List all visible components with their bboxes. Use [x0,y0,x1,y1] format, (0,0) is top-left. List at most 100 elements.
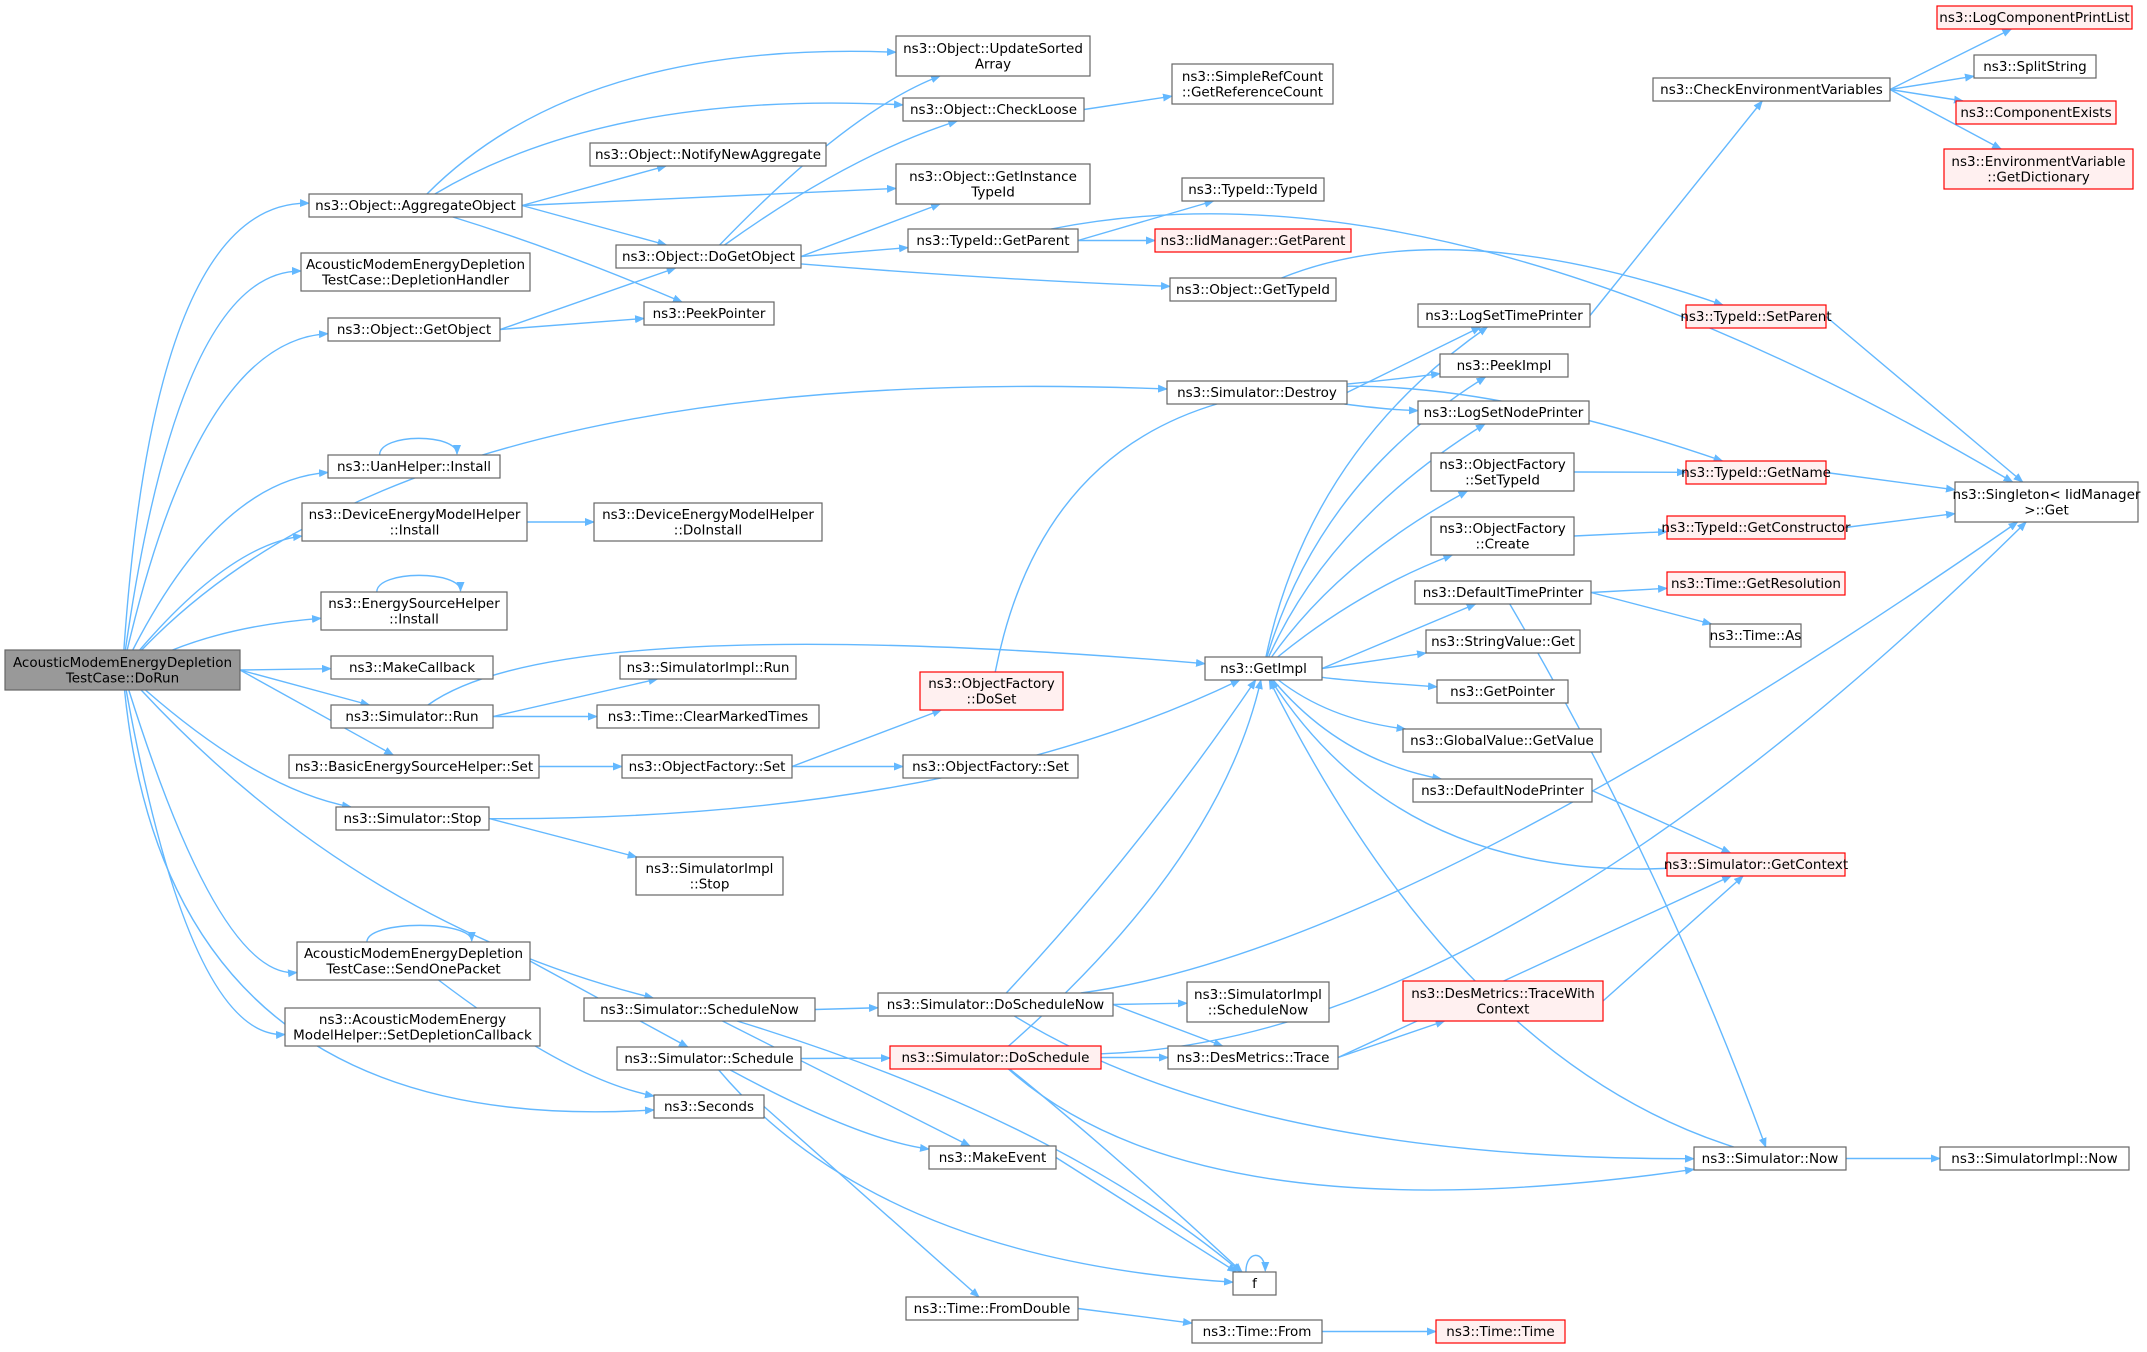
node-splitstring[interactable]: ns3::SplitString [1973,54,2097,79]
node-sim-run[interactable]: ns3::Simulator::Run [330,704,494,729]
node-desmetrics-trace[interactable]: ns3::DesMetrics::Trace [1167,1045,1339,1070]
node-es-install[interactable]: ns3::EnergySourceHelper::Install [320,591,508,631]
node-makeevent[interactable]: ns3::MakeEvent [928,1145,1057,1170]
edge-aggregate-to-checkloose [434,100,904,195]
edge-sim_destroy-to-logsetnodeprinter [1344,403,1419,415]
node-singleton-get[interactable]: ns3::Singleton< IidManager>::Get [1953,481,2141,523]
node-componentexists[interactable]: ns3::ComponentExists [1955,100,2117,125]
edge-root-to-getobject [126,330,329,651]
node-of-set[interactable]: ns3::ObjectFactory::Set [621,754,793,779]
node-uan-install[interactable]: ns3::UanHelper::Install [327,454,501,479]
node-time-getresolution[interactable]: ns3::Time::GetResolution [1666,571,1846,596]
node-getobject[interactable]: ns3::Object::GetObject [327,317,501,342]
node-box [301,502,528,542]
node-checkloose[interactable]: ns3::Object::CheckLoose [902,97,1085,122]
node-label-line: ns3::CheckEnvironmentVariables [1660,82,1883,98]
node-box [919,671,1064,711]
node-f[interactable]: f [1232,1271,1277,1296]
node-clearmarked[interactable]: ns3::Time::ClearMarkedTimes [596,704,820,729]
node-sim-destroy[interactable]: ns3::Simulator::Destroy [1166,380,1348,405]
node-object-gettypeid[interactable]: ns3::Object::GetTypeId [1169,277,1337,302]
node-label-line: ns3::TypeId::GetParent [916,233,1069,249]
node-box [1191,1319,1323,1344]
node-simimpl-stop[interactable]: ns3::SimulatorImpl::Stop [635,856,784,896]
node-label-line: ns3::LogComponentPrintList [1939,10,2129,26]
node-fromdouble[interactable]: ns3::Time::FromDouble [905,1296,1079,1321]
node-typeid-getname[interactable]: ns3::TypeId::GetName [1681,460,1831,485]
node-notifynew[interactable]: ns3::Object::NotifyNewAggregate [589,142,827,167]
node-box [1181,177,1325,202]
edge-root-to-uan_install [132,469,329,651]
node-logcompprint[interactable]: ns3::LogComponentPrintList [1936,5,2133,30]
node-label-line: AcousticModemEnergyDepletion [304,946,523,962]
node-schedulenow[interactable]: ns3::Simulator::ScheduleNow [583,997,816,1022]
node-simimpl-run[interactable]: ns3::SimulatorImpl::Run [619,655,797,680]
node-aggregate[interactable]: ns3::Object::AggregateObject [308,193,523,218]
node-doschedulenow[interactable]: ns3::Simulator::DoScheduleNow [877,992,1114,1017]
node-makecallback[interactable]: ns3::MakeCallback [330,655,494,680]
node-box [1666,852,1846,877]
node-typeid-getconstructor[interactable]: ns3::TypeId::GetConstructor [1661,515,1851,540]
edge-root-to-sim_stop [144,689,352,810]
node-of-create[interactable]: ns3::ObjectFactory::Create [1430,516,1575,556]
node-label-line: ns3::StringValue::Get [1431,634,1575,650]
node-iid-getparent[interactable]: ns3::IidManager::GetParent [1154,228,1352,253]
node-schedule[interactable]: ns3::Simulator::Schedule [616,1046,802,1071]
node-defaulttimeprinter[interactable]: ns3::DefaultTimePrinter [1414,580,1592,605]
node-label-line: ns3::Simulator::GetContext [1664,857,1848,873]
node-of-settypeid[interactable]: ns3::ObjectFactory::SetTypeId [1430,452,1575,492]
node-getpointer[interactable]: ns3::GetPointer [1436,679,1569,704]
node-dev-doinstall[interactable]: ns3::DeviceEnergyModelHelper::DoInstall [593,502,823,542]
node-peekpointer[interactable]: ns3::PeekPointer [643,301,775,326]
node-typeid-typeid[interactable]: ns3::TypeId::TypeId [1181,177,1325,202]
node-time-as[interactable]: ns3::Time::As [1709,623,1802,648]
node-doschedule[interactable]: ns3::Simulator::DoSchedule [889,1045,1102,1070]
node-sim-stop[interactable]: ns3::Simulator::Stop [335,806,490,831]
node-simimpl-now[interactable]: ns3::SimulatorImpl::Now [1939,1146,2130,1171]
node-label-line: ns3::Object::GetTypeId [1176,282,1330,298]
node-dogetobject[interactable]: ns3::Object::DoGetObject [615,244,802,269]
node-globalvalue-getvalue[interactable]: ns3::GlobalValue::GetValue [1402,728,1602,753]
node-box [4,649,241,691]
node-depletion-handler[interactable]: AcousticModemEnergyDepletionTestCase::De… [300,252,531,292]
node-label-line: >::Get [2024,502,2068,518]
edge-getimpl-to-of_create [1277,554,1454,658]
node-dev-install[interactable]: ns3::DeviceEnergyModelHelper::Install [301,502,528,542]
node-label-line: ns3::TypeId::GetName [1681,465,1831,481]
edge-makeevent-to-f [1055,1156,1238,1273]
node-peekimpl[interactable]: ns3::PeekImpl [1439,353,1569,378]
node-besh-set[interactable]: ns3::BasicEnergySourceHelper::Set [288,754,540,779]
node-logsetnodeprinter[interactable]: ns3::LogSetNodePrinter [1417,400,1590,425]
node-time-time[interactable]: ns3::Time::Time [1435,1319,1566,1344]
node-box [635,856,784,896]
node-typeid-setparent[interactable]: ns3::TypeId::SetParent [1680,304,1832,329]
node-defaultnodeprinter[interactable]: ns3::DefaultNodePrinter [1412,778,1593,803]
node-box [1435,1319,1566,1344]
node-label-line: ns3::PeekImpl [1457,358,1552,374]
edge-desmetrics_trace-to-sim_getcontext [1337,875,1732,1059]
node-stringvalue-get[interactable]: ns3::StringValue::Get [1425,629,1581,654]
node-checkenv[interactable]: ns3::CheckEnvironmentVariables [1652,77,1891,102]
node-simplerefcount[interactable]: ns3::SimpleRefCount::GetReferenceCount [1171,63,1334,105]
node-label-line: ns3::ObjectFactory [928,676,1055,692]
node-of-doset[interactable]: ns3::ObjectFactory::DoSet [919,671,1064,711]
node-simimpl-schedulenow[interactable]: ns3::SimulatorImpl::ScheduleNow [1186,981,1330,1023]
node-sim-getcontext[interactable]: ns3::Simulator::GetContext [1664,852,1848,877]
node-of-set2[interactable]: ns3::ObjectFactory::Set [902,754,1079,779]
node-sendonepacket[interactable]: AcousticModemEnergyDepletionTestCase::Se… [296,941,531,981]
node-box [1169,277,1337,302]
node-box [1955,100,2117,125]
node-typeid-getparent[interactable]: ns3::TypeId::GetParent [907,228,1079,253]
node-setdepcb[interactable]: ns3::AcousticModemEnergyModelHelper::Set… [284,1007,541,1047]
node-time-from[interactable]: ns3::Time::From [1191,1319,1323,1344]
node-root[interactable]: AcousticModemEnergyDepletionTestCase::Do… [4,649,241,691]
node-envvar-getdict[interactable]: ns3::EnvironmentVariable::GetDictionary [1943,148,2134,190]
node-seconds[interactable]: ns3::Seconds [653,1094,765,1119]
node-sim-now[interactable]: ns3::Simulator::Now [1693,1146,1847,1171]
node-label-line: ns3::AcousticModemEnergy [319,1012,506,1028]
node-logsettimeprinter[interactable]: ns3::LogSetTimePrinter [1417,303,1591,328]
node-getimpl[interactable]: ns3::GetImpl [1204,656,1323,681]
